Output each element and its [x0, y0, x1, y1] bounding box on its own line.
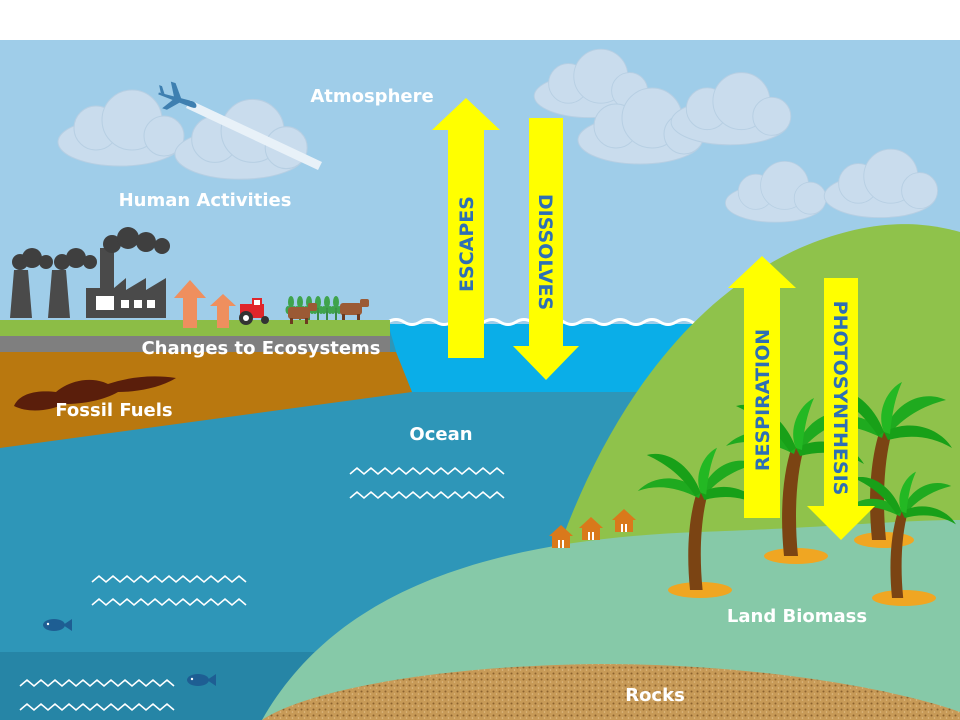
sand-mound [764, 548, 828, 564]
wave-icon [19, 702, 175, 712]
fossil-fuels-label: Fossil Fuels [55, 400, 172, 421]
smoke-icon [12, 227, 170, 270]
escapes-arrow [432, 98, 500, 358]
escapes-label: ESCAPES [456, 196, 478, 292]
tractor-icon [239, 298, 269, 325]
respiration-arrow [728, 256, 796, 518]
respiration-label: RESPIRATION [752, 329, 774, 471]
wave-icon [349, 466, 505, 476]
shore-land [262, 520, 960, 720]
wave-icon [349, 490, 505, 500]
dissolves-label: DISSOLVES [534, 194, 556, 310]
human-activities-label: Human Activities [119, 190, 292, 211]
sand-mound [668, 582, 732, 598]
photosynthesis-arrow [807, 278, 875, 540]
changes-to-ecosystems-label: Changes to Ecosystems [141, 338, 380, 359]
up-arrow-icon [174, 280, 206, 328]
land-biomass-label: Land Biomass [727, 606, 867, 627]
ocean-label: Ocean [409, 424, 472, 445]
sand-mound [872, 590, 936, 606]
wave-icon [91, 574, 247, 584]
grass-strip [0, 320, 390, 338]
airplane-icon [158, 81, 197, 110]
factory-icon [10, 248, 166, 318]
wave-icon [91, 597, 247, 607]
up-arrow-icon [210, 294, 236, 328]
rocks-label: Rocks [625, 685, 685, 706]
rocks-layer [262, 664, 960, 720]
contrail [186, 100, 322, 170]
wave-icon [19, 678, 175, 688]
oil-spill-icon [14, 376, 176, 411]
atmosphere-label: Atmosphere [310, 86, 433, 107]
road-strip [0, 336, 390, 356]
soil-layer [0, 352, 412, 448]
photosynthesis-label: PHOTOSYNTHESIS [829, 301, 851, 496]
dissolves-arrow [513, 118, 579, 380]
